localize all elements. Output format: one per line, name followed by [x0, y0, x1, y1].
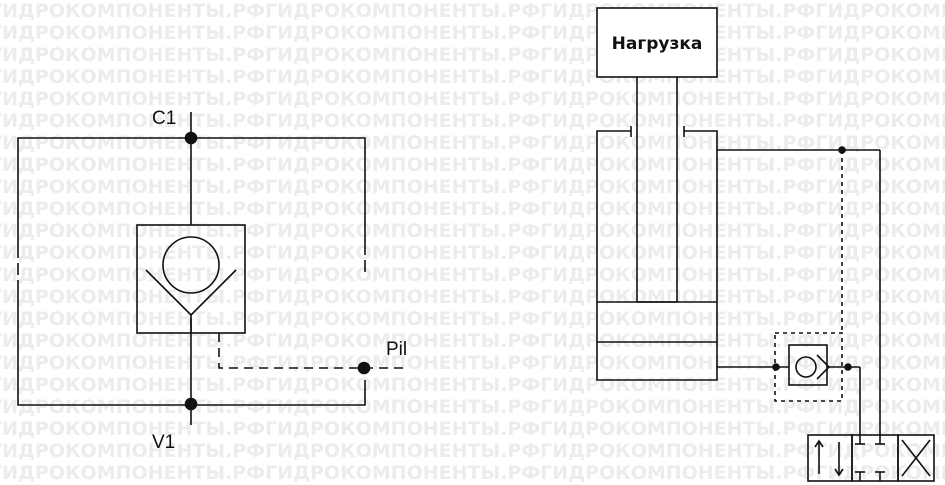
right-circuit — [717, 146, 935, 482]
port-label-v1: V1 — [152, 432, 175, 453]
cylinder-assembly: Нагрузка — [596, 7, 718, 381]
valve-section-right — [897, 434, 935, 482]
cylinder-barrel — [596, 130, 718, 381]
check-valve-inner-box — [788, 344, 828, 386]
pilot-check-valve-symbol: C1 V1 Pil — [17, 108, 407, 453]
port-label-pil: Pil — [386, 339, 407, 360]
check-ball-icon — [162, 236, 220, 294]
cross-arrow-icon — [901, 439, 931, 477]
load-box — [596, 7, 718, 78]
directional-valve — [807, 434, 935, 482]
flow-arrow-head — [814, 439, 824, 448]
junction-dot-check-right — [844, 363, 852, 371]
flow-arrow-head — [834, 468, 844, 477]
junction-dot-pilot-right — [838, 146, 846, 154]
junction-dot-pil — [357, 361, 371, 375]
load-label: Нагрузка — [612, 34, 703, 54]
junction-dot-v1 — [184, 397, 198, 411]
valve-section-left — [807, 434, 853, 482]
valve-section-center — [851, 434, 899, 482]
check-ball-small-icon — [795, 356, 817, 378]
pilot-line-dashed — [218, 333, 405, 369]
port-label-c1: C1 — [152, 108, 176, 129]
junction-dot-check-left — [772, 363, 780, 371]
junction-dot-c1 — [184, 131, 198, 145]
